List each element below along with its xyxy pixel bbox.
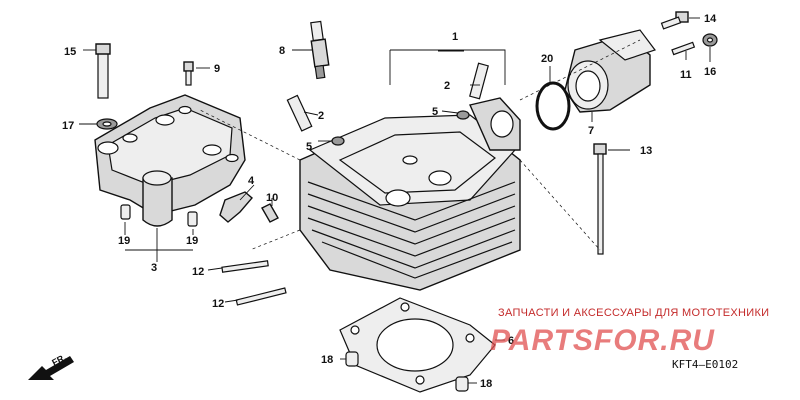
bolt-15 [95, 43, 111, 99]
callout-17: 17 [62, 120, 74, 132]
diagram-code: KFT4–E0102 [672, 358, 738, 371]
leader-lines [79, 17, 711, 384]
callout-9: 9 [214, 63, 220, 75]
stud-12b [235, 287, 287, 306]
dowel-18a [345, 351, 359, 367]
stud-12a [221, 260, 269, 273]
callout-6: 6 [508, 335, 514, 347]
callout-18a: 18 [321, 354, 333, 366]
callout-16: 16 [704, 66, 716, 78]
camshaft-holder [94, 94, 253, 227]
callout-5b: 5 [432, 106, 438, 118]
arrow-icon [28, 356, 74, 380]
head-gasket-6 [339, 297, 496, 393]
callout-3: 3 [151, 262, 157, 274]
bolt-14 [660, 11, 689, 30]
dowel-18b [455, 376, 469, 392]
stud-13 [593, 143, 607, 255]
callout-20: 20 [541, 53, 553, 65]
callout-15: 15 [64, 46, 76, 58]
callout-13: 13 [640, 145, 652, 157]
front-direction-indicator: FR. [28, 352, 74, 380]
callout-14: 14 [704, 13, 717, 25]
watermark-logo-text: PARTSFOR.RU [490, 324, 715, 357]
callout-2a: 2 [318, 110, 324, 122]
callout-labels: 1 2 2 3 4 5 5 6 7 8 9 10 11 12 12 13 14 … [62, 13, 717, 390]
o-ring-20 [535, 81, 571, 131]
valve-guide-2a [286, 94, 313, 132]
bolt-10 [261, 203, 279, 223]
callout-7: 7 [588, 125, 594, 137]
bolt-11 [671, 41, 696, 56]
washer-16 [702, 33, 718, 47]
callout-5a: 5 [306, 141, 312, 153]
callout-8: 8 [279, 45, 285, 57]
callout-12a: 12 [192, 266, 204, 278]
callout-18b: 18 [480, 378, 492, 390]
watermark-tagline: ЗАПЧАСТИ И АКСЕССУАРЫ ДЛЯ МОТОТЕХНИКИ [498, 307, 769, 319]
cylinder-head [299, 97, 521, 291]
callout-2b: 2 [444, 80, 450, 92]
intake-insulator-7 [564, 29, 656, 113]
callout-19a: 19 [118, 235, 130, 247]
callout-1: 1 [452, 31, 458, 43]
washer-17 [96, 118, 118, 130]
valve-guide-2b [469, 62, 489, 100]
callout-10: 10 [266, 192, 278, 204]
spark-plug-8 [310, 20, 330, 80]
callout-4: 4 [248, 175, 255, 187]
callout-11: 11 [680, 69, 692, 81]
callout-19b: 19 [186, 235, 198, 247]
callout-12b: 12 [212, 298, 224, 310]
seal-5a [331, 136, 345, 146]
bolt-9 [183, 61, 194, 86]
seal-5b [456, 110, 470, 120]
watermark: ЗАПЧАСТИ И АКСЕССУАРЫ ДЛЯ МОТОТЕХНИКИ PA… [490, 307, 769, 357]
